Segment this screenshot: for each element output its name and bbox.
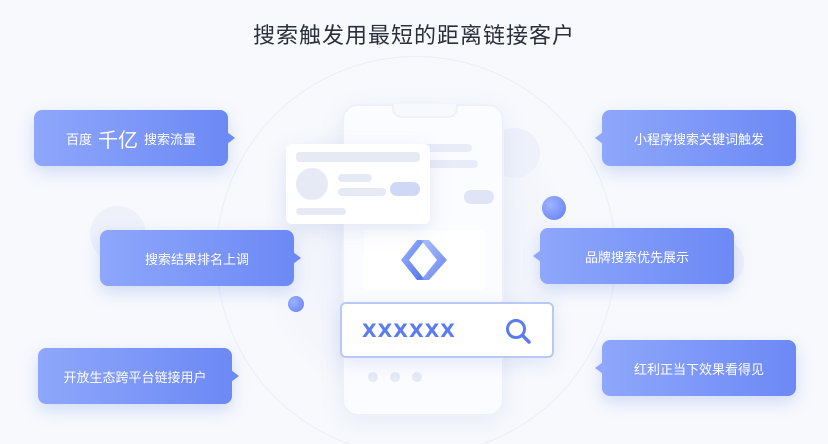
feature-bubble-keyword: 小程序搜索关键词触发 xyxy=(595,110,796,166)
decor-ball xyxy=(542,196,566,220)
feature-bubble-ecosystem: 开放生态跨平台链接用户 xyxy=(38,348,239,404)
feature-bubble-dividend: 红利正当下效果看得见 xyxy=(595,340,796,396)
dot xyxy=(412,372,422,382)
bubble-suffix: 搜索流量 xyxy=(144,132,197,148)
bubble-label: 品牌搜索优先展示 xyxy=(584,250,689,266)
search-box[interactable]: XXXXXX xyxy=(340,302,554,358)
placeholder-bar xyxy=(338,188,386,196)
dot xyxy=(390,372,400,382)
brand-logo-icon xyxy=(401,240,447,280)
placeholder-pill xyxy=(464,190,494,204)
decor-ball xyxy=(288,296,304,312)
bubble-label: 小程序搜索关键词触发 xyxy=(633,132,764,148)
placeholder-bar xyxy=(296,152,420,162)
floating-card xyxy=(286,144,430,224)
search-text: XXXXXX xyxy=(362,320,456,342)
placeholder-pill xyxy=(390,182,420,196)
feature-bubble-ranking: 搜索结果排名上调 xyxy=(100,230,301,286)
placeholder-bar xyxy=(338,174,372,182)
placeholder-bar xyxy=(418,160,478,168)
placeholder-avatar xyxy=(296,168,328,200)
bubble-label: 搜索结果排名上调 xyxy=(144,252,249,268)
placeholder-bar xyxy=(296,208,346,215)
feature-bubble-brand: 品牌搜索优先展示 xyxy=(533,228,734,284)
page-title: 搜索触发用最短的距离链接客户 xyxy=(252,24,575,49)
bubble-label: 红利正当下效果看得见 xyxy=(633,362,764,378)
feature-bubble-baidu: 百度 千亿 搜索流量 xyxy=(34,110,235,166)
phone-dots xyxy=(368,372,422,382)
search-icon[interactable] xyxy=(504,317,532,345)
dot xyxy=(368,372,378,382)
bubble-label: 开放生态跨平台链接用户 xyxy=(63,370,207,386)
phone-notch xyxy=(392,104,458,118)
brand-logo-box xyxy=(364,230,484,290)
bubble-prefix: 百度 xyxy=(65,132,92,148)
bubble-highlight: 千亿 xyxy=(98,127,138,152)
